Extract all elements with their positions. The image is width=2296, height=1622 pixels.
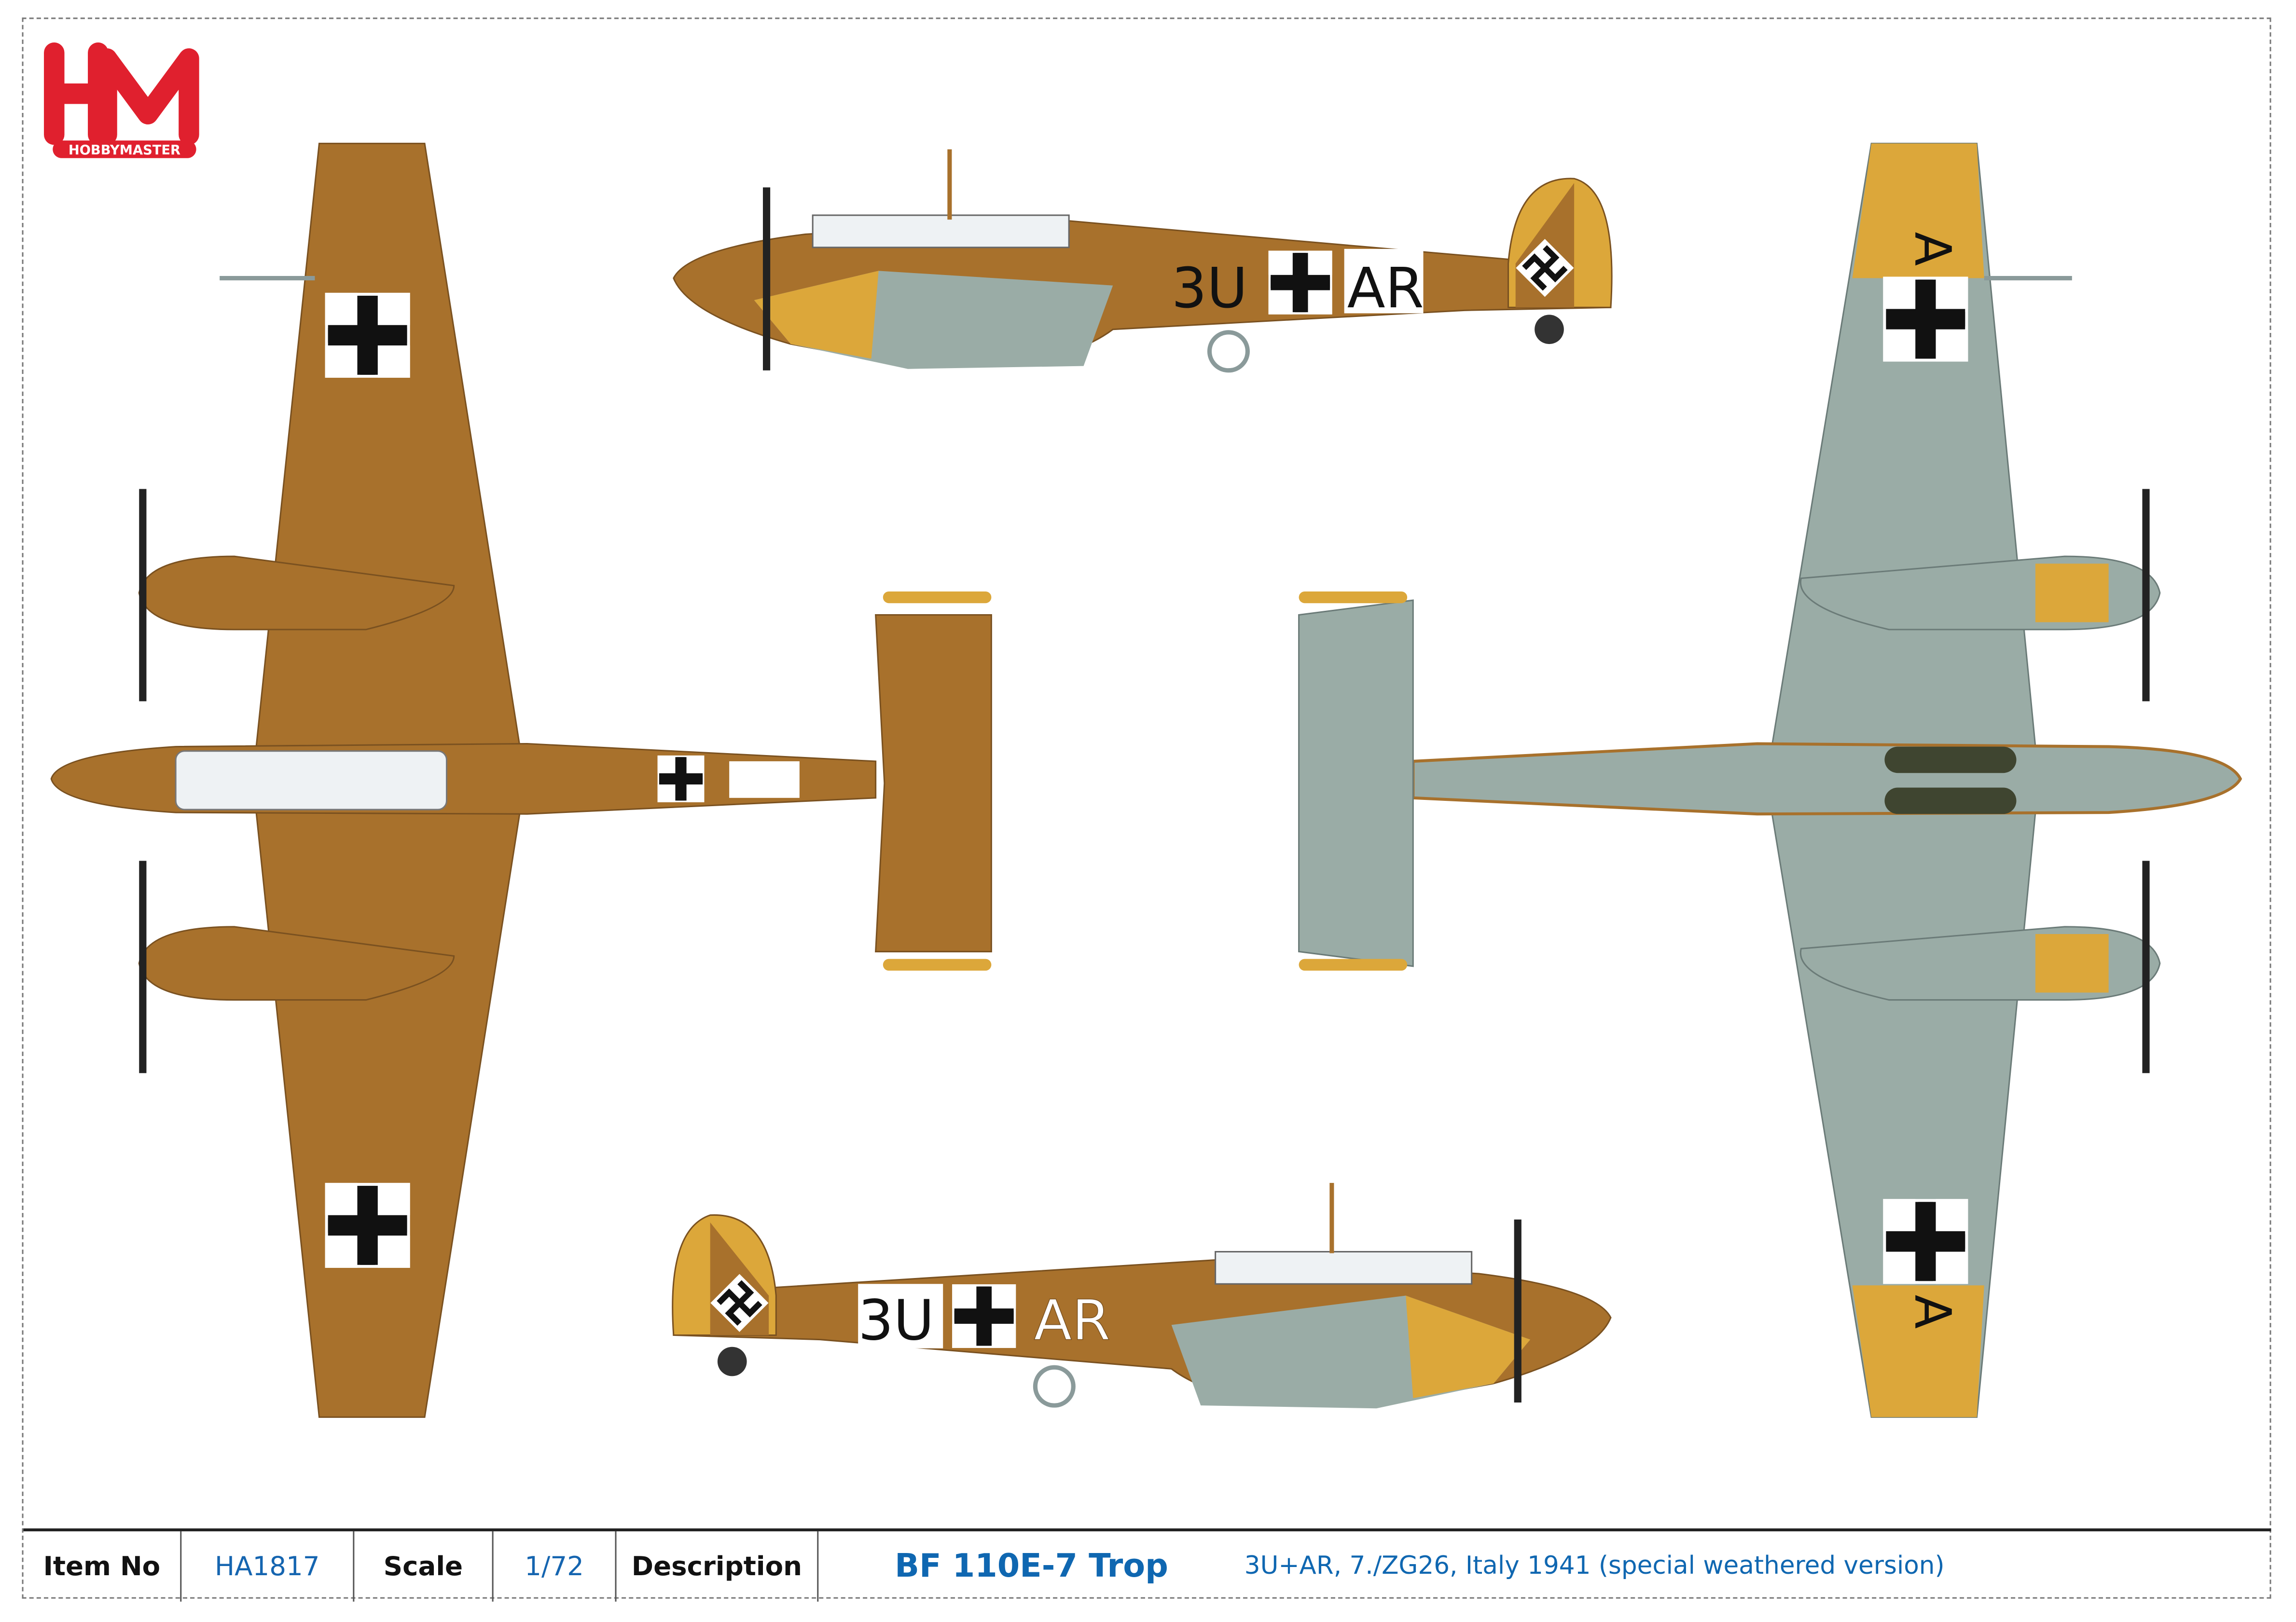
svg-text:3U: 3U	[1172, 256, 1248, 321]
top-view	[50, 142, 992, 1418]
scale-label: Scale	[354, 1531, 494, 1602]
svg-text:AR: AR	[1034, 1289, 1110, 1353]
model-name: BF 110E-7 Trop	[895, 1548, 1168, 1585]
svg-text:AR: AR	[1347, 256, 1424, 321]
model-detail: 3U+AR, 7./ZG26, Italy 1941 (special weat…	[1244, 1552, 1945, 1581]
dashed-frame	[22, 17, 2271, 1599]
item-no-value: HA1817	[181, 1531, 355, 1602]
scale-value: 1/72	[494, 1531, 617, 1602]
svg-text:A: A	[1903, 1295, 1961, 1329]
item-no-label: Item No	[24, 1531, 182, 1602]
side-view-right: 3U AR	[672, 1182, 1612, 1409]
info-footer: Item No HA1817 Scale 1/72 Description BF…	[23, 1528, 2271, 1602]
bottom-view: A A	[1298, 142, 2242, 1418]
hobbymaster-logo: HOBBYMASTER	[44, 42, 199, 158]
svg-text:3U: 3U	[858, 1289, 934, 1353]
side-view-left: 3U AR	[673, 149, 1613, 373]
description: BF 110E-7 Trop 3U+AR, 7./ZG26, Italy 194…	[818, 1548, 1944, 1585]
description-label: Description	[617, 1531, 819, 1602]
svg-text:HOBBYMASTER: HOBBYMASTER	[69, 143, 180, 158]
svg-text:A: A	[1903, 232, 1961, 266]
